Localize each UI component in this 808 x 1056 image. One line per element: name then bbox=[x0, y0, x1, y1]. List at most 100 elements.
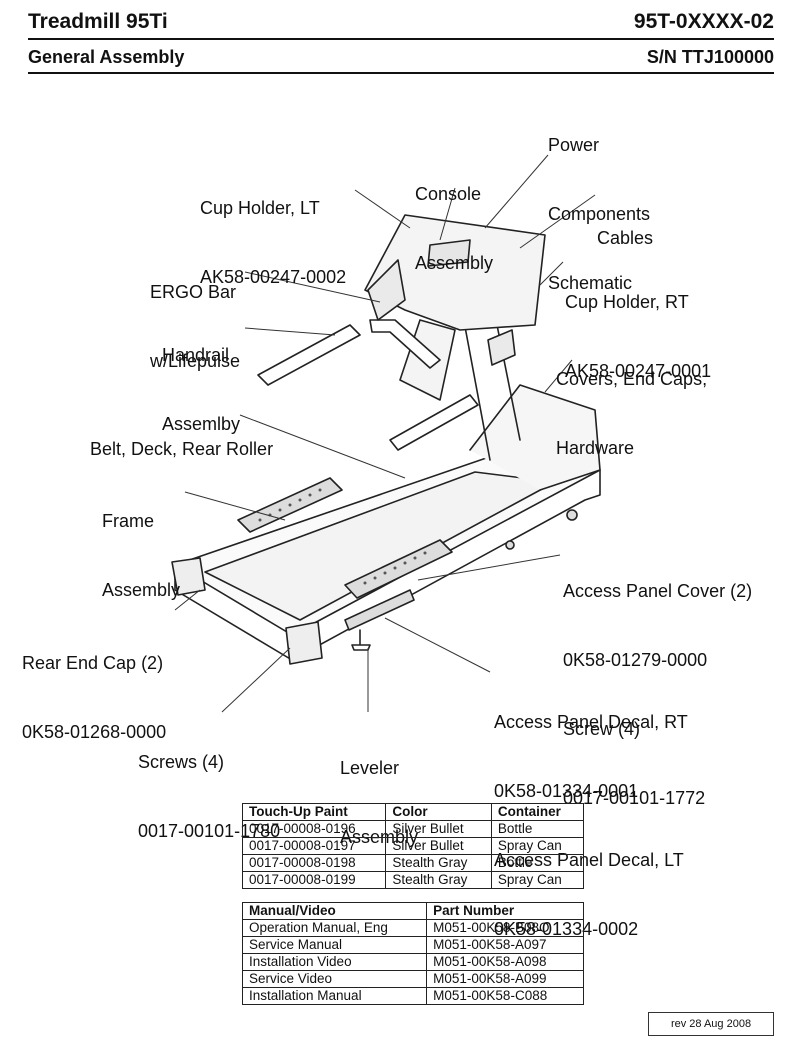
callout-console-assembly: Console Assembly bbox=[415, 137, 493, 298]
grip-dots bbox=[258, 488, 427, 585]
table-cell: M051-00K58-B08O bbox=[426, 919, 584, 937]
table-cell: Bottle bbox=[490, 820, 585, 838]
callout-line: 0K58-01279-0000 bbox=[563, 650, 708, 670]
callout-line: Cup Holder, RT bbox=[565, 292, 689, 312]
header-rule-bottom bbox=[28, 72, 774, 74]
table-cell: Installation Video bbox=[241, 953, 428, 971]
table-cell: Service Manual bbox=[241, 936, 428, 954]
callout-ergo-bar: ERGO Bar w/Lifepulse bbox=[150, 235, 240, 396]
callout-line: AK58-00247-0001 bbox=[565, 361, 712, 381]
table-row: Operation Manual, Eng M051-00K58-B08O bbox=[241, 919, 584, 937]
callout-line: Screws (4) bbox=[138, 752, 225, 772]
callout-frame: Frame Assembly bbox=[102, 464, 180, 625]
console-screen bbox=[427, 239, 471, 267]
callout-line: Cup Holder, LT bbox=[200, 198, 320, 218]
revision-note: rev 28 Aug 2008 bbox=[648, 1012, 774, 1036]
table-row: Installation Video M051-00K58-A098 bbox=[241, 953, 584, 971]
table-cell: Spray Can bbox=[490, 871, 585, 889]
callout-line: Rear End Cap (2) bbox=[22, 653, 164, 673]
access-panel bbox=[344, 589, 415, 631]
table-cell: M051-00K58-A099 bbox=[426, 970, 584, 988]
cup-holder-left bbox=[367, 259, 406, 321]
table-cell: Bottle bbox=[490, 854, 585, 872]
callout-line: Belt, Deck, Rear Roller bbox=[90, 439, 274, 459]
table-cell: Stealth Gray bbox=[385, 854, 492, 872]
table-cell: Spray Can bbox=[490, 837, 585, 855]
callout-power-components: Power Components Schematic bbox=[548, 88, 650, 318]
callout-access-panel-cover: Access Panel Cover (2) 0K58-01279-0000 S… bbox=[563, 534, 752, 833]
rear-end-cap-right bbox=[285, 621, 323, 665]
table-cell: Installation Manual bbox=[241, 987, 428, 1005]
callout-line: Covers, End Caps, bbox=[556, 369, 708, 389]
callout-line: Assemlby bbox=[162, 414, 241, 434]
column-header: Color bbox=[385, 803, 492, 821]
table-cell: Silver Bullet bbox=[385, 820, 492, 838]
table-cell: Service Video bbox=[241, 970, 428, 988]
table-cell: M051-00K58-A098 bbox=[426, 953, 584, 971]
console bbox=[364, 214, 546, 331]
cup-holder-right bbox=[487, 329, 516, 366]
part-number: 95T-0XXXX-02 bbox=[633, 10, 774, 33]
callout-line: Hardware bbox=[556, 438, 635, 458]
column-header: Container bbox=[490, 803, 585, 821]
leveler bbox=[351, 629, 371, 651]
callout-line: Handrail bbox=[162, 345, 230, 365]
callout-line: 0K58-01334-0001 bbox=[494, 781, 639, 801]
column-header: Part Number bbox=[426, 902, 584, 920]
table-row: 0017-00008-0199 Stealth Gray Spray Can bbox=[241, 871, 585, 889]
right-foot-rail bbox=[344, 539, 453, 599]
table-header-row: Touch-Up Paint Color Container bbox=[241, 803, 585, 821]
callout-line: Assembly bbox=[102, 580, 181, 600]
manual-video-table: Manual/Video Part Number Operation Manua… bbox=[241, 902, 584, 1005]
callout-line: AK58-00247-0002 bbox=[200, 267, 347, 287]
callout-line: w/Lifepulse bbox=[150, 351, 241, 371]
serial-number: S/N TTJ100000 bbox=[646, 47, 774, 67]
document-subtitle: General Assembly bbox=[28, 47, 185, 67]
callout-line: 0K58-01268-0000 bbox=[22, 722, 167, 742]
table-cell: Stealth Gray bbox=[385, 871, 492, 889]
header-rule-top bbox=[28, 38, 774, 40]
callout-line: Access Panel Cover (2) bbox=[563, 581, 753, 601]
callout-line: Leveler bbox=[340, 758, 400, 778]
callout-covers: Covers, End Caps, Hardware bbox=[556, 322, 707, 483]
table-cell: Silver Bullet bbox=[385, 837, 492, 855]
callout-line: Screw (4) bbox=[563, 719, 641, 739]
table-cell: 0017-00008-0199 bbox=[241, 871, 387, 889]
table-cell: 0017-00008-0197 bbox=[241, 837, 387, 855]
ergo-bar bbox=[369, 319, 441, 369]
table-cell: M051-00K58-A097 bbox=[426, 936, 584, 954]
table-header-row: Manual/Video Part Number bbox=[241, 902, 584, 920]
right-handrail bbox=[389, 394, 479, 451]
callout-line: Components bbox=[548, 204, 651, 224]
callout-line: Power bbox=[548, 135, 600, 155]
callout-line: Access Panel Decal, RT bbox=[494, 712, 688, 732]
table-row: 0017-00008-0198 Stealth Gray Bottle bbox=[241, 854, 585, 872]
wheel bbox=[566, 509, 578, 521]
callout-line: 0017-00101-1772 bbox=[563, 788, 706, 808]
callout-line: ERGO Bar bbox=[150, 282, 237, 302]
document-title: Treadmill 95Ti bbox=[28, 10, 168, 33]
callout-line: Schematic bbox=[548, 273, 633, 293]
column-header: Manual/Video bbox=[241, 902, 428, 920]
deck-right-rail bbox=[291, 469, 601, 661]
callout-cup-holder-lt: Cup Holder, LT AK58-00247-0002 bbox=[200, 151, 346, 312]
table-row: Service Video M051-00K58-A099 bbox=[241, 970, 584, 988]
table-row: Installation Manual M051-00K58-C088 bbox=[241, 987, 584, 1005]
callout-belt-deck: Belt, Deck, Rear Roller bbox=[90, 392, 273, 484]
column-header: Touch-Up Paint bbox=[241, 803, 387, 821]
motor-hood bbox=[469, 384, 601, 491]
callout-line: Console bbox=[415, 184, 482, 204]
leader-lines bbox=[174, 154, 596, 713]
callout-rear-end-cap: Rear End Cap (2) 0K58-01268-0000 bbox=[22, 606, 166, 767]
table-row: 0017-00008-0196 Silver Bullet Bottle bbox=[241, 820, 585, 838]
callout-line: Cables bbox=[597, 228, 654, 248]
table-cell: M051-00K58-C088 bbox=[426, 987, 584, 1005]
table-row: 0017-00008-0197 Silver Bullet Spray Can bbox=[241, 837, 585, 855]
table-cell: Operation Manual, Eng bbox=[241, 919, 428, 937]
treadmill-drawing bbox=[171, 154, 601, 713]
callout-cup-holder-rt: Cup Holder, RT AK58-00247-0001 bbox=[565, 245, 711, 406]
table-row: Service Manual M051-00K58-A097 bbox=[241, 936, 584, 954]
callout-handrail: Handrail Assemlby bbox=[162, 298, 240, 459]
touch-up-paint-table: Touch-Up Paint Color Container 0017-0000… bbox=[241, 803, 585, 889]
table-cell: 0017-00008-0196 bbox=[241, 820, 387, 838]
